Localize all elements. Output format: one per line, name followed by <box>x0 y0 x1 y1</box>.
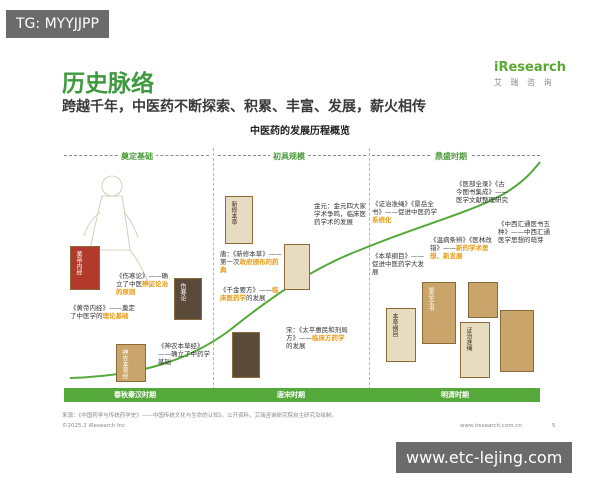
logo-sub: 艾 瑞 咨 询 <box>494 78 555 87</box>
period-label-2: 唐宋时期 <box>277 391 305 399</box>
annotation-shennong-bencao: 《神农本草经》——确立了中药学基础 <box>158 342 210 366</box>
period-bar <box>64 388 540 402</box>
book-image-xinxiu-bencao: 新修本草 <box>225 196 253 244</box>
annotation-bencao-gangmu: 《本草纲目》——促进中医药学大发展 <box>372 252 424 276</box>
book-image-yibu-quanlu <box>468 282 498 318</box>
book-image-jingyue-quanshu: 景岳全书 <box>422 282 456 344</box>
page-number: 5 <box>552 423 556 429</box>
annotation-yibu-quanlu: 《医部全录》《古今图书集成》——医学文献整理研究 <box>456 180 508 204</box>
annotation-xinxiu-bencao: 唐：《新修本草》——第一次政府颁布的药典 <box>220 250 282 274</box>
annotation-zhengzhi-zhunsheng: 《证治准绳》《景岳全书》——促进中医药学系统化 <box>372 200 437 224</box>
annotation-zhongxi-huitong: 《中西汇通医书五种》——中西汇通医学思想的萌芽 <box>498 220 550 244</box>
phase-divider-2 <box>369 148 370 390</box>
book-image-shennong-bencao: 神农本草经 <box>116 344 146 382</box>
footer-url: www.iresearch.com.cn <box>460 423 522 429</box>
annotation-qianjin-yaofang: 《千金要方》——临床医药学的发展 <box>220 286 279 302</box>
period-label-3: 明清时期 <box>441 391 469 399</box>
page-subtitle: 跨越千年，中医药不断探索、积累、丰富、发展，薪火相传 <box>62 99 426 115</box>
logo-brand: iResearch <box>494 60 566 75</box>
book-image-taiping-huimin <box>232 332 260 378</box>
book-image-huangdi-neijing: 黄帝内经 <box>70 246 100 290</box>
annotation-jinyuan: 金元：金元四大家学术争鸣，临床医药学术的发展 <box>314 202 366 226</box>
annotation-taiping-huimin: 宋：《太平惠民和剂局方》——临床方药学的发展 <box>286 326 348 350</box>
period-label-1: 春秋秦汉时期 <box>114 391 156 399</box>
watermark: www.etc-lejing.com <box>396 442 573 473</box>
book-image-zhengzhi-zhunsheng: 证治准绳 <box>460 322 490 378</box>
annotation-wenbing-tiaobian: 《温病条辨》《医林改错》——新的学术思想、新发展 <box>430 236 492 260</box>
chart-title: 中医药的发展历程概览 <box>250 126 350 137</box>
iresearch-logo: iResearch 艾 瑞 咨 询 <box>494 60 590 88</box>
book-image-bencao-gangmu: 本草纲目 <box>386 308 416 362</box>
channel-tag: TG: MYYJJPP <box>6 10 109 38</box>
annotation-huangdi-neijing: 《黄帝内经》——奠定了中医学的理论基础 <box>70 304 135 320</box>
book-image-shanghan-lun: 伤寒论 <box>174 278 202 320</box>
annotation-shanghan-lun: 《伤寒论》——确立了中医辨证论治的原则 <box>116 272 168 296</box>
book-image-zhongxi-huitong <box>500 310 534 372</box>
era-label-3: 鼎盛时期 <box>432 151 470 162</box>
book-image-qianjin-yaofang <box>284 244 310 290</box>
era-label-1: 奠定基础 <box>118 151 156 162</box>
phase-divider-1 <box>213 148 214 390</box>
source-note: 来源：《中国药学与传统药学史》——中国传统文化与生命的认知》。公开资料，艾瑞咨询… <box>62 413 338 419</box>
era-label-2: 初具规模 <box>270 151 308 162</box>
copyright: ©2025.2 iResearch Inc <box>62 423 126 429</box>
page-title: 历史脉络 <box>62 71 154 97</box>
